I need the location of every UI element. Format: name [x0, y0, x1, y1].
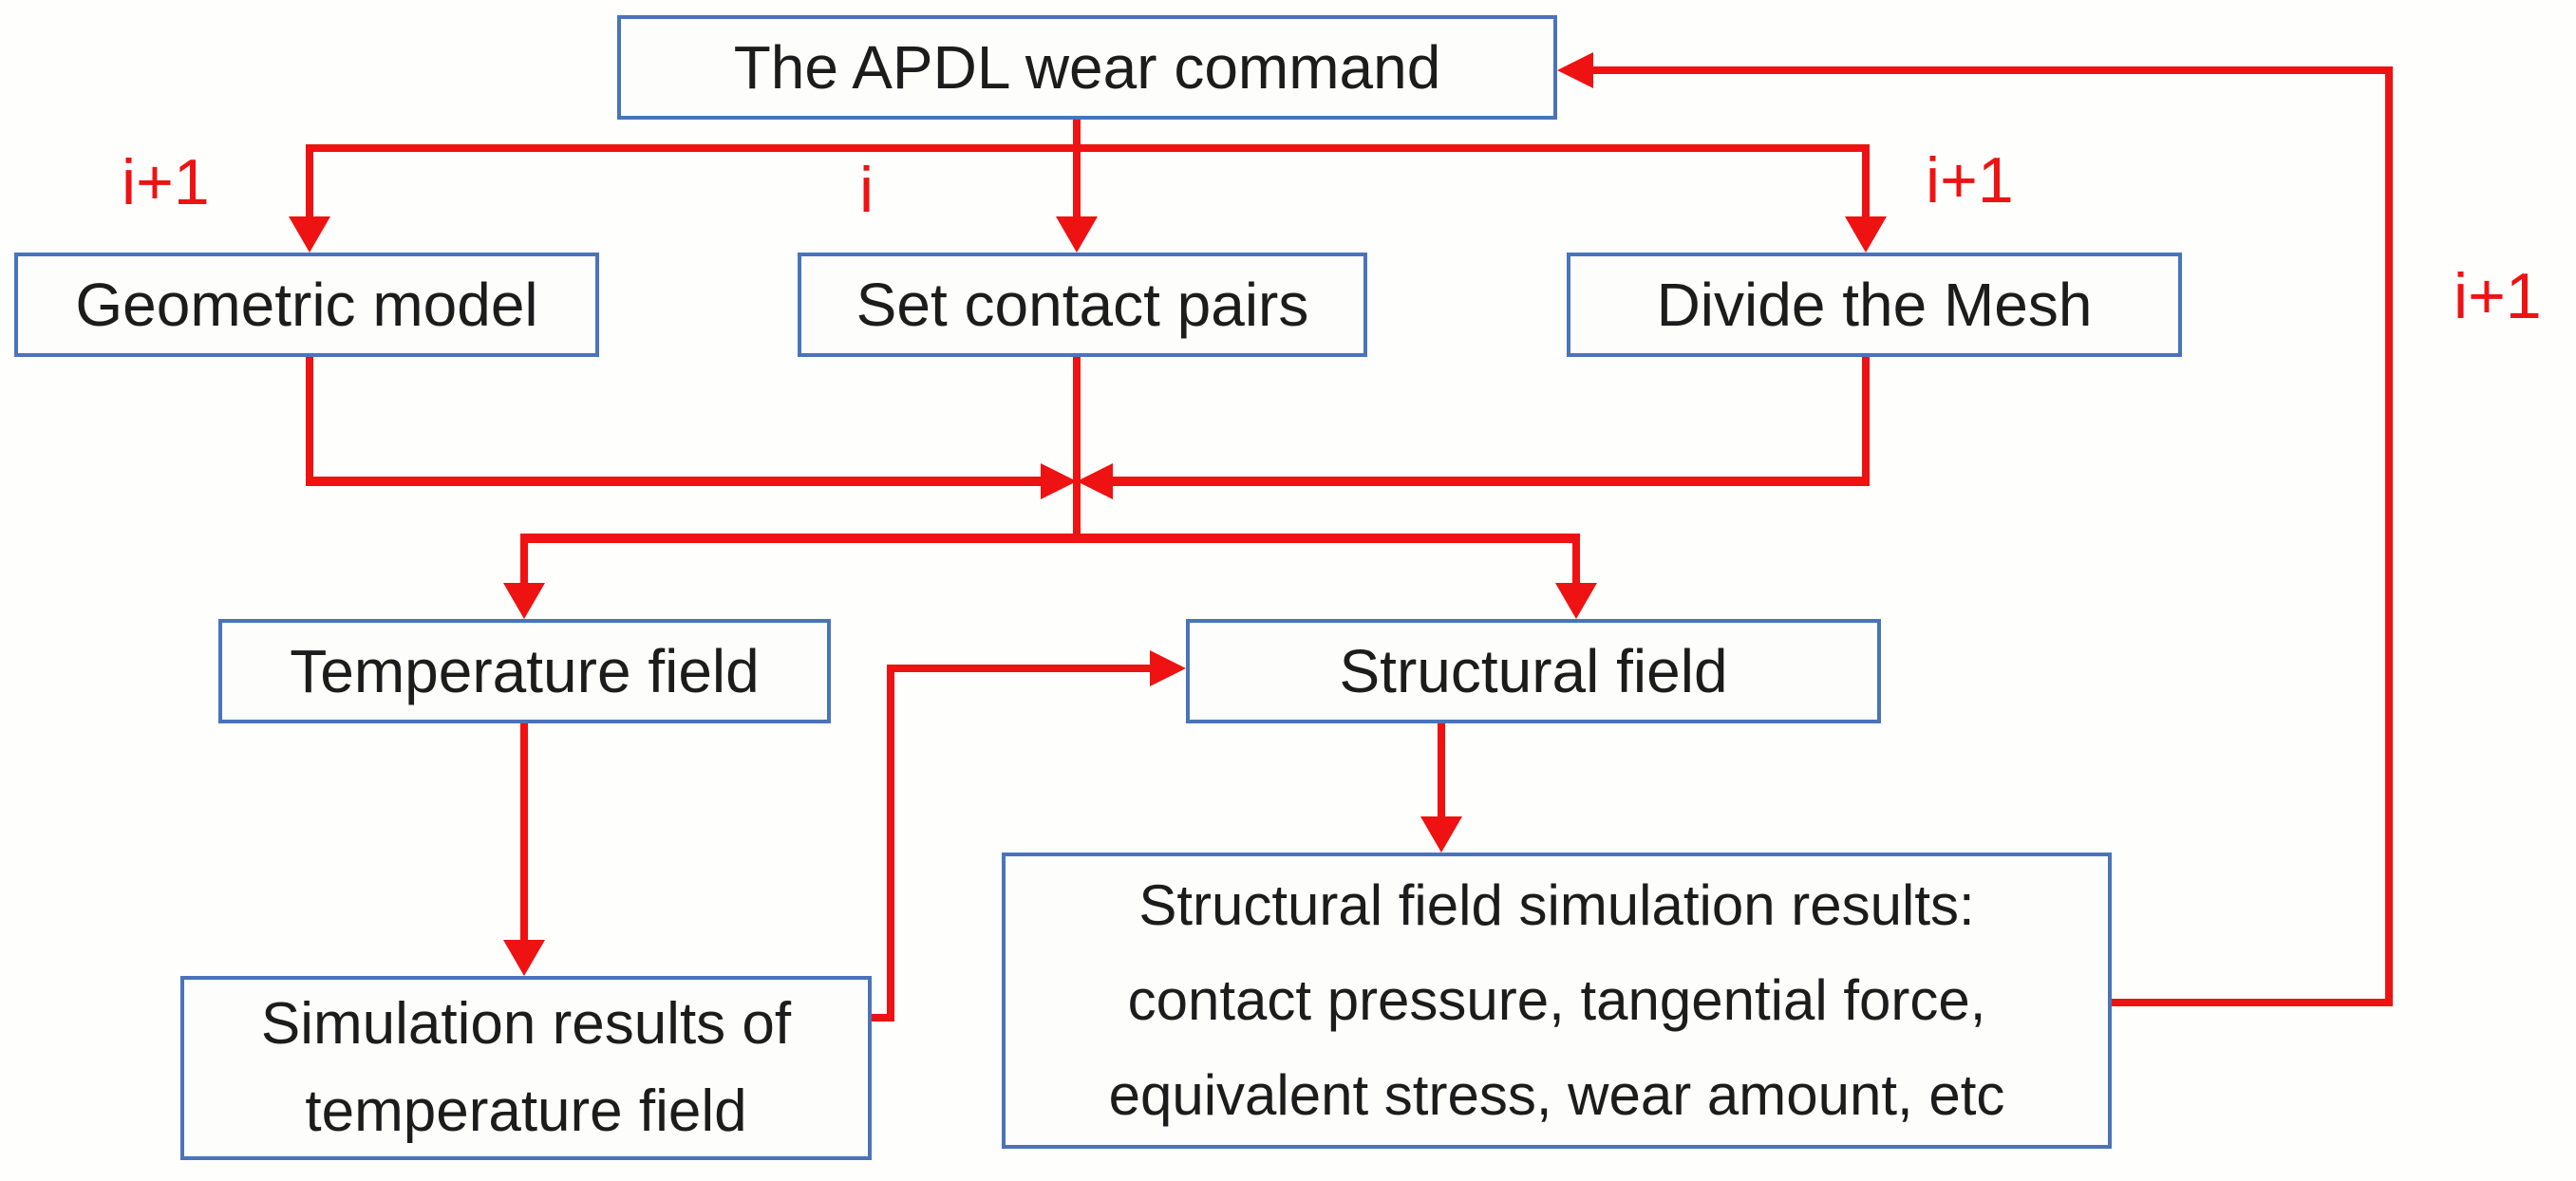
temperature-feedback-horizontal-line — [887, 665, 1152, 672]
temperature-results-exit-stub-line — [872, 1014, 894, 1022]
loop-horizontal-line — [1591, 66, 2393, 74]
box-temperature-field: Temperature field — [218, 619, 831, 723]
loop-vertical-line — [2385, 66, 2393, 1003]
connector-structural-to-results-line — [1438, 723, 1445, 818]
arrowhead-merge-from-right — [1077, 463, 1113, 499]
branch-horizontal-line — [306, 144, 1870, 152]
arrowhead-into-contact — [1056, 216, 1098, 253]
connector-apdl-to-contact-line — [1073, 120, 1081, 216]
connector-temperature-to-results-line — [520, 723, 528, 940]
box-structural-field: Structural field — [1186, 619, 1881, 723]
loop-exit-stub-line — [2112, 999, 2393, 1006]
box-structural-field-label: Structural field — [1339, 637, 1728, 705]
arrowhead-into-structural — [1555, 583, 1597, 619]
structural-results-line-1: Structural field simulation results: — [1138, 873, 1975, 937]
arrowhead-into-structural-results — [1420, 816, 1462, 853]
box-apdl-wear-command: The APDL wear command — [617, 15, 1557, 120]
arrowhead-into-temperature-results — [503, 940, 545, 976]
box-geometric-model-label: Geometric model — [75, 271, 538, 339]
collector-right-line — [1113, 477, 1870, 486]
connector-branch-to-geometric-line — [306, 144, 313, 216]
temperature-results-line-2: temperature field — [305, 1078, 747, 1144]
structural-results-line-3: equivalent stress, wear amount, etc — [1108, 1063, 2005, 1127]
arrowhead-merge-from-left — [1041, 463, 1077, 499]
geometric-bottom-stub-line — [306, 357, 313, 477]
box-apdl-wear-command-label: The APDL wear command — [733, 33, 1441, 102]
box-set-contact-pairs-label: Set contact pairs — [856, 271, 1309, 339]
box-divide-the-mesh: Divide the Mesh — [1567, 253, 2182, 357]
connector-branch-to-mesh-line — [1862, 144, 1870, 216]
box-divide-the-mesh-label: Divide the Mesh — [1656, 271, 2093, 339]
iteration-label-mesh: i+1 — [1926, 144, 2014, 216]
splitter-horizontal-line — [520, 534, 1580, 543]
structural-results-line-2: contact pressure, tangential force, — [1127, 968, 1986, 1032]
iteration-label-contact: i — [859, 154, 874, 226]
box-structural-results: Structural field simulation results: con… — [1002, 853, 2112, 1149]
box-temperature-field-label: Temperature field — [290, 637, 760, 705]
iteration-label-loop: i+1 — [2454, 260, 2542, 332]
connector-splitter-to-structural-line — [1572, 534, 1580, 583]
temperature-feedback-vertical-line — [887, 665, 894, 1022]
collector-left-line — [306, 477, 1041, 486]
contact-bottom-stub-line — [1073, 357, 1081, 540]
box-geometric-model: Geometric model — [14, 253, 599, 357]
temperature-results-line-1: Simulation results of — [260, 991, 792, 1057]
arrowhead-into-structural-left — [1150, 650, 1186, 686]
box-temperature-results: Simulation results of temperature field — [180, 976, 872, 1160]
box-set-contact-pairs: Set contact pairs — [798, 253, 1367, 357]
iteration-label-geometric: i+1 — [122, 146, 210, 218]
arrowhead-into-temperature — [503, 583, 545, 619]
connector-splitter-to-temperature-line — [520, 534, 528, 583]
arrowhead-into-mesh — [1845, 216, 1887, 253]
arrowhead-into-geometric — [289, 216, 330, 253]
arrowhead-into-apdl — [1557, 52, 1593, 88]
mesh-bottom-stub-line — [1862, 357, 1870, 477]
